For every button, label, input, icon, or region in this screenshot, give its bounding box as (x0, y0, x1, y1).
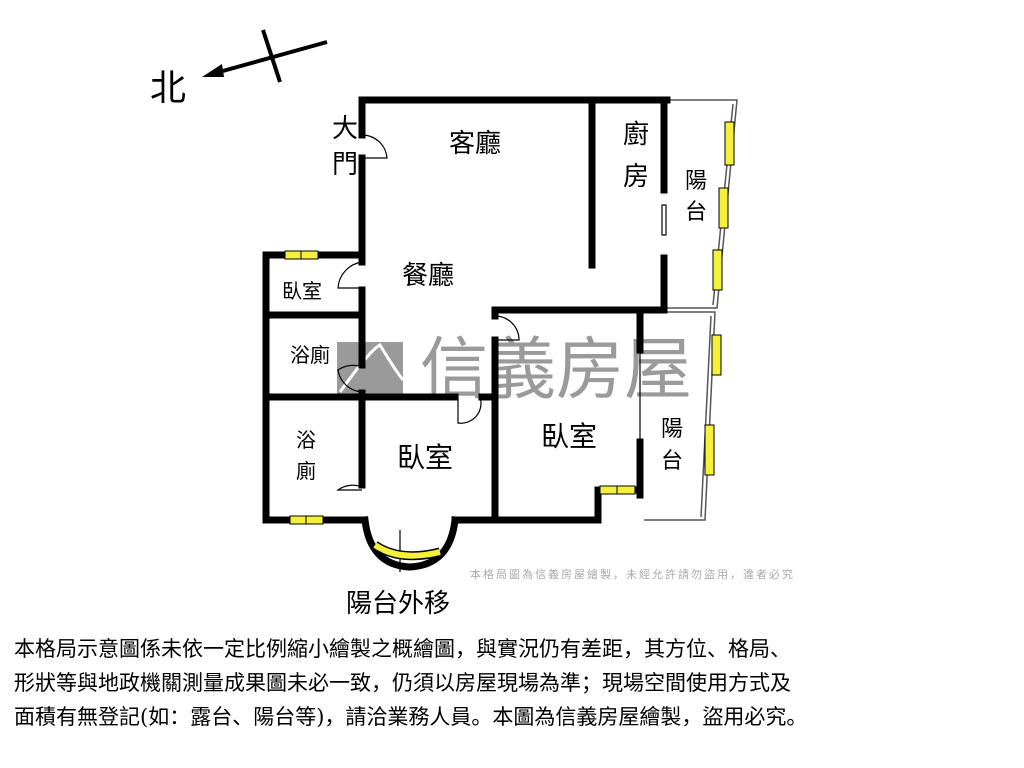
door-icon (494, 315, 520, 341)
label-balcony: 陽 (685, 169, 707, 194)
door-icon (337, 261, 363, 289)
label-bedroom-center: 臥室 (397, 441, 453, 474)
label-kitchen: 廚 (623, 120, 649, 150)
label-main-door: 大 (332, 114, 358, 144)
label-main-door: 門 (332, 150, 358, 180)
label-living-room: 客廳 (449, 129, 501, 159)
main-door-icon (361, 134, 388, 159)
disclaimer-line: 面積有無登記(如：露台、陽台等)，請洽業務人員。本圖為信義房屋繪製，盜用必究。 (14, 705, 808, 729)
door-icon (336, 484, 363, 491)
label-balcony: 陽 (661, 417, 683, 442)
label-dining-room: 餐廳 (402, 261, 454, 291)
windows (284, 121, 735, 561)
north-arrow-icon (202, 29, 328, 83)
room-labels: 大 門 客廳 餐廳 廚 房 陽 台 臥室 浴廁 浴 廁 臥室 臥室 陽 台 陽台… (282, 114, 707, 619)
disclaimer-line: 形狀等與地政機關測量成果圖未必一致，仍須以房屋現場為準；現場空間使用方式及 (14, 671, 791, 695)
watermark-notice: 本格局圖為信義房屋繪製，未經允許請勿盜用，違者必究 (470, 567, 795, 581)
disclaimer-line: 本格局示意圖係未依一定比例縮小繪製之概繪圖，與實況仍有差距，其方位、格局、 (14, 637, 791, 661)
label-balcony: 台 (661, 449, 683, 474)
watermark: 信義房屋 本格局圖為信義房屋繪製，未經允許請勿盜用，違者必究 (337, 331, 795, 581)
watermark-brand: 信義房屋 (420, 331, 692, 410)
door-icon (457, 396, 482, 424)
label-bathroom-2: 廁 (296, 459, 316, 483)
label-kitchen: 房 (623, 162, 649, 192)
sliding-door-icon (661, 204, 667, 236)
north-label: 北 (150, 68, 186, 109)
label-bathroom-2: 浴 (296, 428, 316, 452)
label-bedroom-right: 臥室 (541, 420, 597, 453)
label-balcony: 台 (685, 200, 707, 225)
label-bedroom-small: 臥室 (282, 279, 322, 303)
door-icon (337, 364, 363, 393)
label-balcony-moved-out: 陽台外移 (346, 589, 450, 619)
label-bathroom-1: 浴廁 (290, 343, 330, 367)
